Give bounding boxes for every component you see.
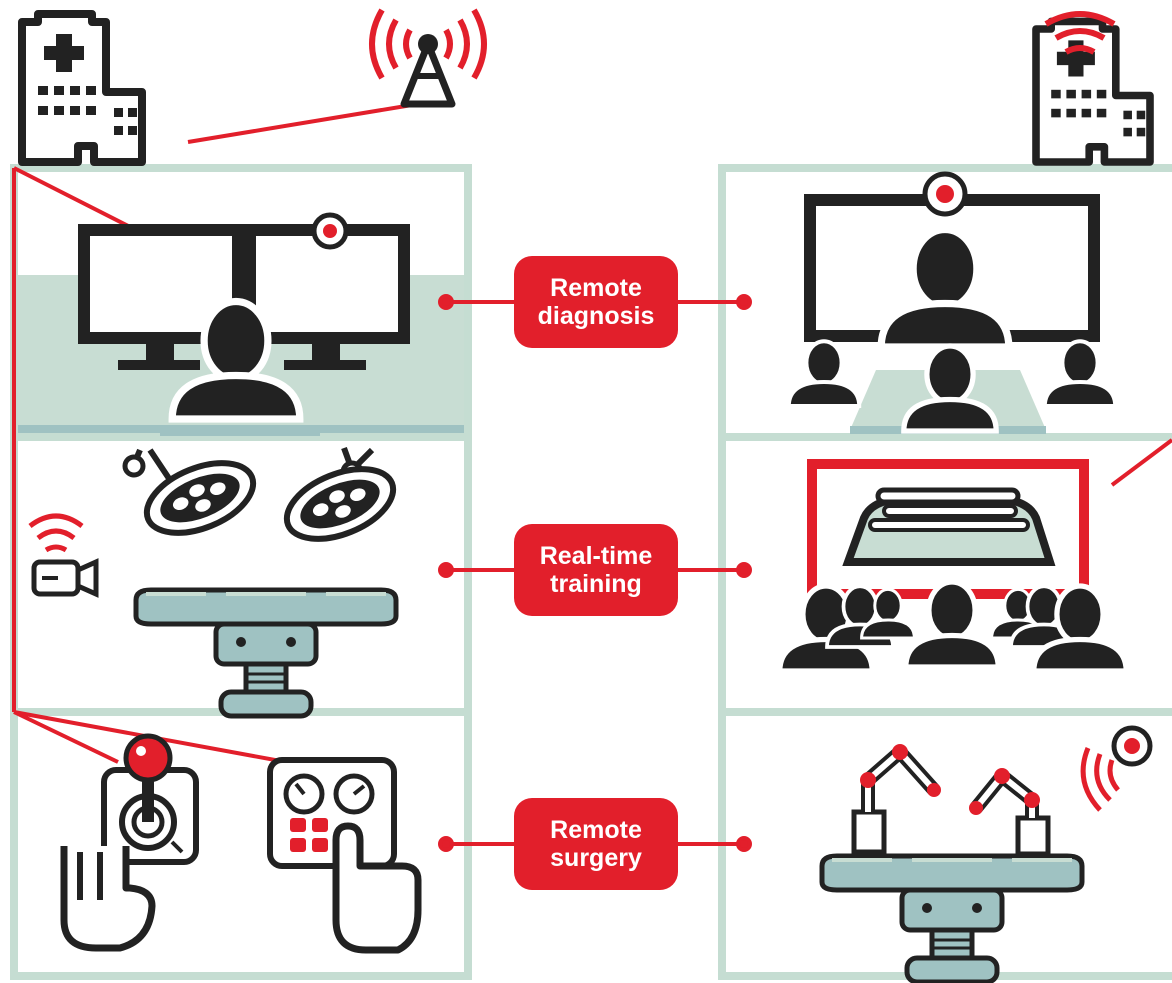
label-line: Remote: [550, 816, 642, 844]
hospital-icon: [22, 14, 142, 162]
robotic-arm-icon: [969, 768, 1051, 857]
dual-monitor-doctor-icon: [78, 212, 410, 436]
joystick-icon: [101, 733, 199, 865]
live-training-icon: [780, 459, 1126, 671]
label-line: training: [550, 570, 642, 598]
remote-surgery-label: Remote surgery: [514, 798, 678, 890]
label-line: Remote: [550, 274, 642, 302]
hand-pointer-icon: [60, 846, 156, 952]
hospital-icon: [1036, 21, 1150, 162]
label-line: surgery: [550, 844, 642, 872]
label-line: Real-time: [539, 542, 653, 570]
robotic-surgery-icon: [822, 725, 1153, 982]
remote-controls-icon: [60, 733, 422, 954]
operating-room-icon: [28, 448, 403, 716]
remote-diagnosis-label: Remote diagnosis: [514, 256, 678, 348]
video-camera-icon: [28, 513, 99, 598]
wireless-signal-icon: [1080, 725, 1153, 812]
real-time-training-label: Real-time training: [514, 524, 678, 616]
video-conference-icon: [789, 171, 1115, 434]
label-line: diagnosis: [537, 302, 655, 330]
control-panel-icon: [267, 757, 422, 954]
antenna-icon: [369, 8, 487, 108]
robotic-arm-icon: [851, 744, 941, 855]
wifi-icon: [1044, 11, 1116, 55]
